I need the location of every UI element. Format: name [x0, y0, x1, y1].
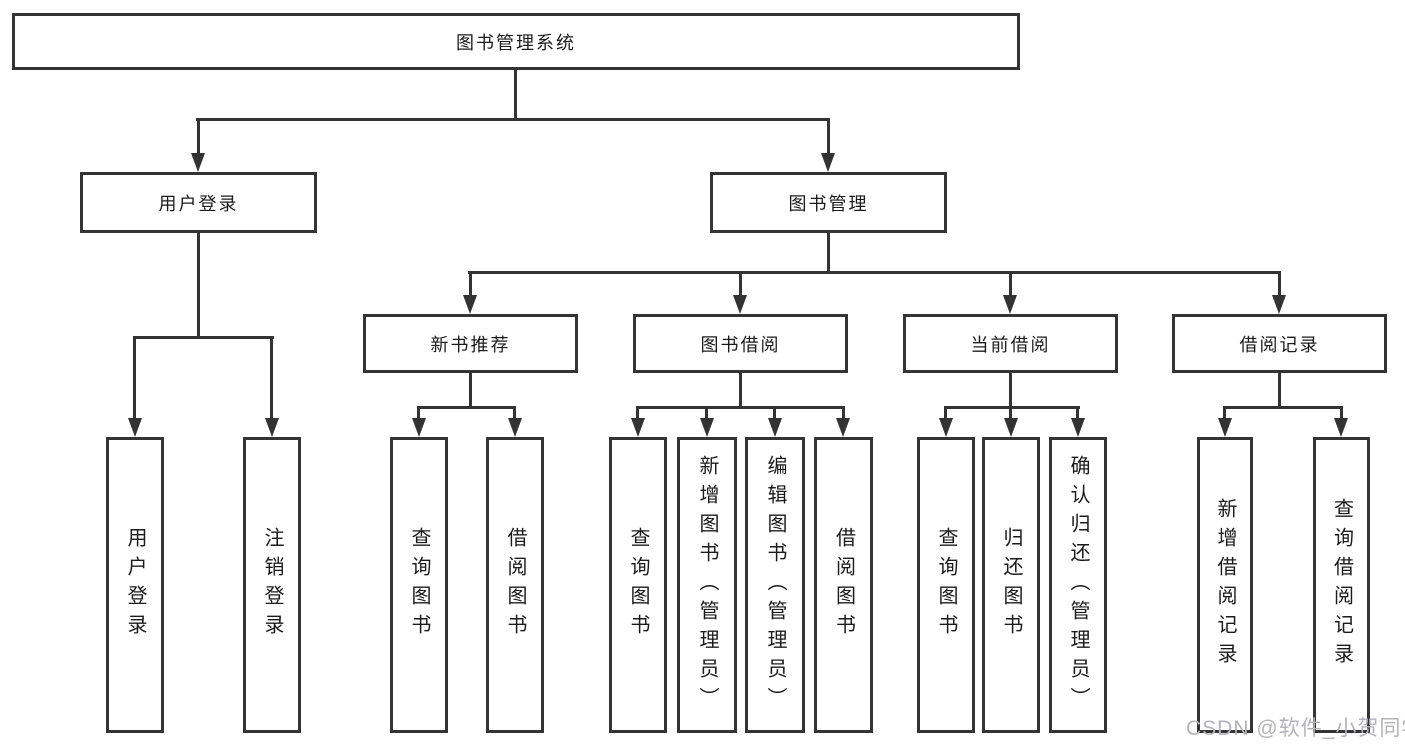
leaf-edit-books-admin: 编辑图书（管理员）: [745, 437, 805, 733]
connector-stem: [739, 373, 742, 406]
node-book-borrowing: 图书借阅: [633, 314, 848, 373]
arrow-down-icon: [768, 418, 782, 437]
node-user-login: 用户登录: [80, 172, 317, 233]
connector-shaft: [636, 406, 639, 420]
connector-shaft: [1009, 406, 1012, 420]
arrow-down-icon: [508, 418, 522, 437]
connector-branch: [944, 406, 1080, 409]
arrow-down-icon: [821, 153, 835, 172]
arrow-down-icon: [1071, 418, 1085, 437]
arrow-down-icon: [191, 153, 205, 172]
connector-shaft: [513, 406, 516, 420]
connector-branch: [468, 271, 1281, 274]
connector-shaft: [417, 406, 420, 420]
connector-branch: [636, 406, 845, 409]
arrow-down-icon: [836, 418, 850, 437]
connector-shaft: [842, 406, 845, 420]
connector-stem: [514, 70, 517, 118]
leaf-user-login: 用户登录: [106, 437, 164, 733]
node-book-management: 图书管理: [710, 172, 947, 233]
arrow-down-icon: [939, 418, 953, 437]
leaf-logout-login: 注销登录: [243, 437, 301, 733]
connector-shaft: [197, 118, 200, 154]
leaf-confirm-return-admin: 确认归还（管理员）: [1049, 437, 1107, 733]
connector-shaft: [1340, 406, 1343, 420]
connector-stem: [197, 233, 200, 336]
node-new-book-recommendation: 新书推荐: [363, 314, 578, 373]
node-library-system: 图书管理系统: [12, 13, 1020, 70]
connector-shaft: [705, 406, 708, 420]
connector-shaft: [827, 118, 830, 154]
node-borrowing-records: 借阅记录: [1172, 314, 1387, 373]
arrow-down-icon: [412, 418, 426, 437]
connector-shaft: [270, 336, 273, 418]
arrow-down-icon: [700, 418, 714, 437]
leaf-add-books-admin: 新增图书（管理员）: [677, 437, 737, 733]
connector-stem: [827, 233, 830, 271]
leaf-borrow-books: 借阅图书: [486, 437, 544, 733]
arrow-down-icon: [1004, 418, 1018, 437]
connector-shaft: [1076, 406, 1079, 420]
arrow-down-icon: [1334, 418, 1348, 437]
connector-shaft: [739, 271, 742, 295]
connector-branch: [196, 118, 829, 121]
watermark: CSDN @软件_小贺同学: [1186, 717, 1405, 740]
leaf-return-books: 归还图书: [982, 437, 1040, 733]
connector-shaft: [1278, 271, 1281, 295]
arrow-down-icon: [1003, 295, 1017, 314]
arrow-down-icon: [733, 295, 747, 314]
leaf-query-books: 查询图书: [390, 437, 448, 733]
connector-shaft: [1223, 406, 1226, 420]
arrow-down-icon: [128, 418, 142, 437]
leaf-query-borrow-record: 查询借阅记录: [1313, 437, 1370, 733]
connector-stem: [1278, 373, 1281, 406]
arrow-down-icon: [1272, 295, 1286, 314]
arrow-down-icon: [463, 295, 477, 314]
arrow-down-icon: [1218, 418, 1232, 437]
connector-shaft: [1009, 271, 1012, 295]
leaf-add-borrow-record: 新增借阅记录: [1197, 437, 1253, 733]
connector-branch: [134, 336, 274, 339]
leaf-query-books: 查询图书: [609, 437, 667, 733]
arrow-down-icon: [265, 418, 279, 437]
connector-shaft: [469, 271, 472, 295]
arrow-down-icon: [631, 418, 645, 437]
connector-branch: [1223, 406, 1343, 409]
leaf-borrow-books: 借阅图书: [814, 437, 873, 733]
connector-shaft: [773, 406, 776, 420]
connector-stem: [469, 373, 472, 406]
connector-stem: [1009, 373, 1012, 406]
node-current-borrowing: 当前借阅: [903, 314, 1118, 373]
connector-branch: [417, 406, 516, 409]
connector-shaft: [133, 336, 136, 418]
connector-shaft: [944, 406, 947, 420]
leaf-query-books: 查询图书: [917, 437, 975, 733]
